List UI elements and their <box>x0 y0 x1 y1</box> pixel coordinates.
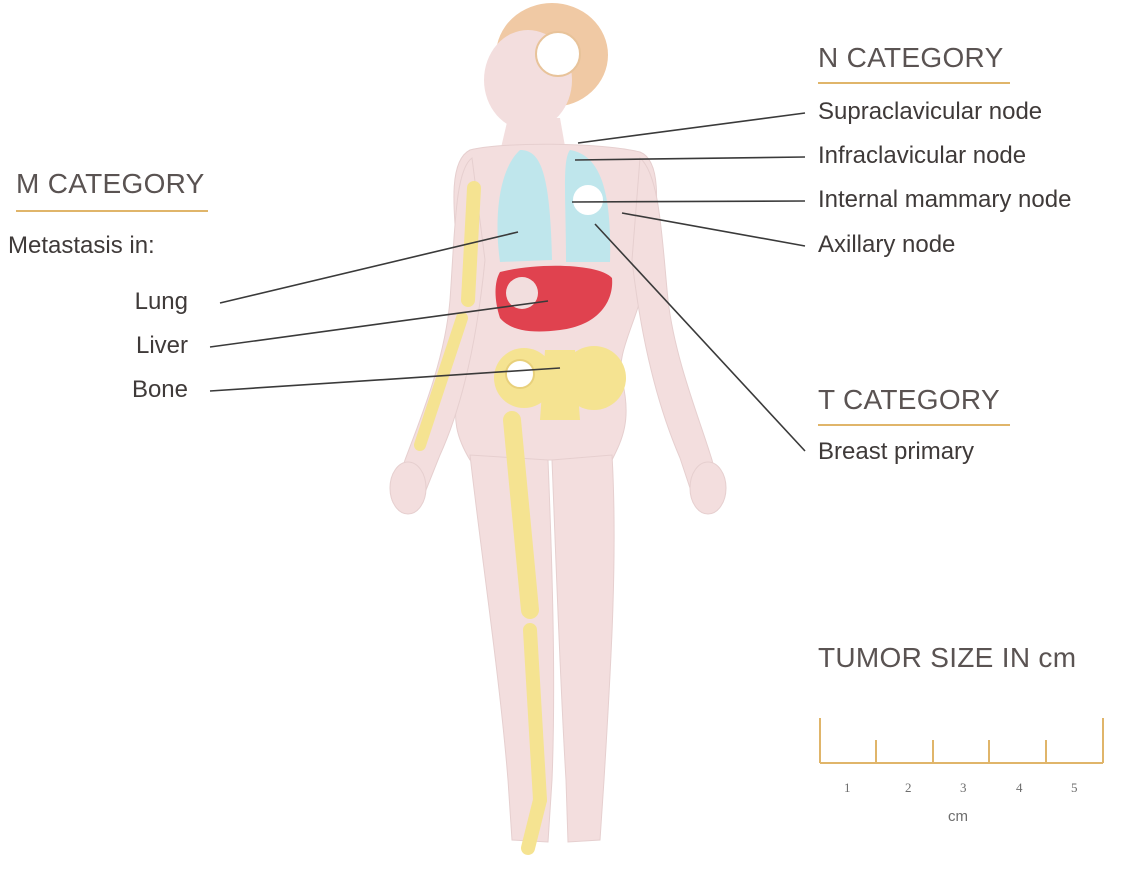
scale-unit: cm <box>948 808 968 825</box>
m-site-lung: Lung <box>80 288 188 316</box>
brain-metastasis <box>536 32 580 76</box>
t-breast-primary: Breast primary <box>818 438 974 466</box>
n-node-axillary: Axillary node <box>818 231 955 259</box>
scale-label-2: 2 <box>905 780 912 796</box>
right-arm <box>632 158 722 506</box>
m-category-intro: Metastasis in: <box>8 232 155 260</box>
tibia-bone <box>530 630 540 800</box>
tumor-size-scale <box>820 718 1103 763</box>
right-leg <box>552 455 614 842</box>
tumor-size-heading: TUMOR SIZE IN cm <box>818 642 1076 674</box>
m-category-rule <box>16 210 208 212</box>
breast-primary-tumor <box>572 184 604 216</box>
leader-internal-mammary <box>572 201 805 202</box>
n-node-internal-mammary: Internal mammary node <box>818 186 1071 214</box>
t-category-rule <box>818 424 1010 426</box>
left-hand <box>390 462 426 514</box>
scale-label-5: 5 <box>1071 780 1078 796</box>
t-category-heading: T CATEGORY <box>818 384 1000 416</box>
m-category-heading: M CATEGORY <box>16 168 205 200</box>
n-category-heading: N CATEGORY <box>818 42 1004 74</box>
scale-label-1: 1 <box>844 780 851 796</box>
n-node-infraclavicular: Infraclavicular node <box>818 142 1026 170</box>
sacrum <box>540 350 580 420</box>
m-site-bone: Bone <box>80 376 188 404</box>
scale-label-3: 3 <box>960 780 967 796</box>
m-site-liver: Liver <box>80 332 188 360</box>
leader-supraclavicular <box>578 113 805 143</box>
bone-metastasis <box>506 360 534 388</box>
n-node-supraclavicular: Supraclavicular node <box>818 98 1042 126</box>
scale-label-4: 4 <box>1016 780 1023 796</box>
right-hand <box>690 462 726 514</box>
n-category-rule <box>818 82 1010 84</box>
